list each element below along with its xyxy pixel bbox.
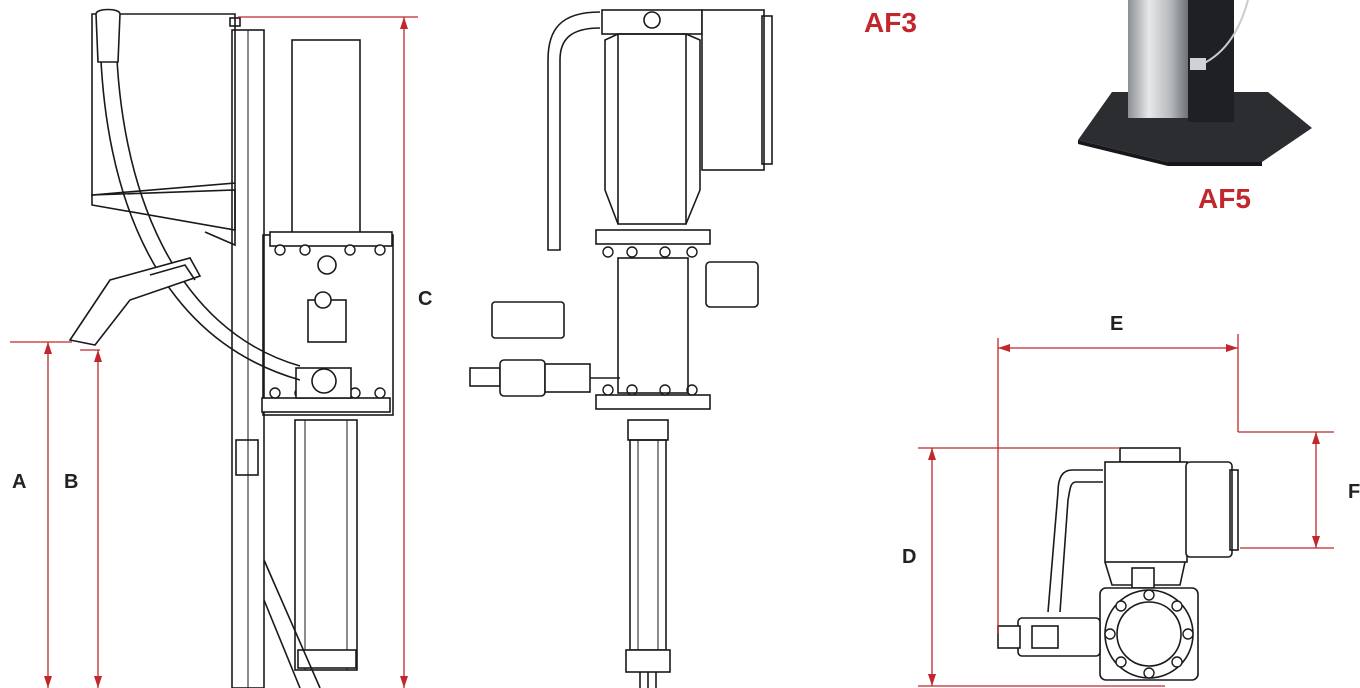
dimension-f-label: F bbox=[1348, 481, 1360, 503]
top-view-drawing bbox=[997, 447, 1239, 681]
dimension-c-label: C bbox=[418, 288, 432, 310]
dimension-lines bbox=[10, 16, 1334, 688]
dimension-e-label: E bbox=[1110, 313, 1123, 335]
dimension-d-label: D bbox=[902, 546, 916, 568]
dimension-a-label: A bbox=[12, 471, 26, 493]
af3-model-label: AF3 bbox=[864, 7, 917, 38]
dimension-b-label: B bbox=[64, 471, 78, 493]
af5-model-label: AF5 bbox=[1198, 183, 1251, 214]
af5-product-photo bbox=[1078, 0, 1312, 166]
side-view-drawing bbox=[68, 8, 394, 688]
front-view-drawing bbox=[469, 9, 773, 688]
